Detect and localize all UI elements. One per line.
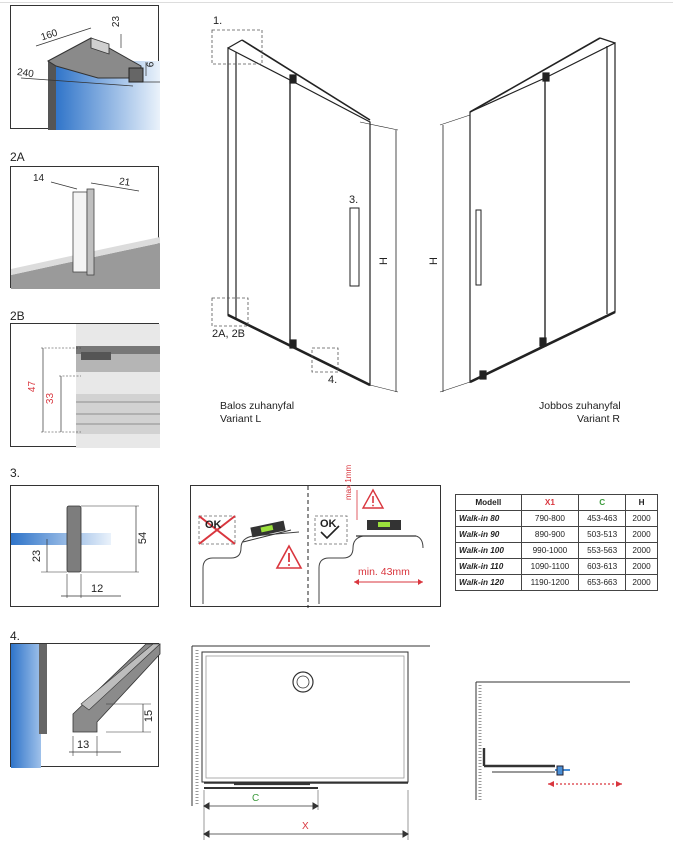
detail-1-drawing — [20, 27, 160, 130]
cell-c: 503-513 — [578, 526, 627, 543]
detail-2a-box: 14 21 — [10, 166, 160, 289]
level-ok-correct-label: OK — [320, 518, 337, 530]
detail-4-dim-15: 15 — [143, 709, 156, 723]
detail-2b-box: 47 33 — [10, 323, 160, 448]
callout-3: 3. — [349, 194, 359, 206]
cell-h: 2000 — [625, 574, 658, 591]
header-x1: X1 — [520, 494, 580, 511]
cell-model: Walk-in 110 — [455, 558, 522, 575]
cell-h: 2000 — [625, 542, 658, 559]
height-label-left: H — [377, 257, 390, 265]
page-top-rule — [0, 2, 673, 3]
cell-model: Walk-in 100 — [455, 542, 522, 559]
table-row: Walk-in 110 1090-1100 603-613 2000 — [455, 558, 658, 575]
cell-x1: 1090-1100 — [520, 558, 580, 575]
cell-h: 2000 — [625, 526, 658, 543]
variant-l-title: Balos zuhanyfal — [220, 400, 295, 412]
table-header-row: Modell X1 C H — [455, 494, 658, 511]
detail-2b-drawing — [41, 324, 160, 448]
detail-3-box: 54 23 12 — [10, 485, 159, 607]
detail-1-box: 160 23 240 6 — [10, 5, 160, 130]
model-specs-table: Modell X1 C H Walk-in 80 790-800 453-463… — [455, 494, 658, 591]
cell-model: Walk-in 80 — [455, 510, 522, 527]
header-h: H — [625, 494, 658, 511]
table-row: Walk-in 80 790-800 453-463 2000 — [455, 510, 658, 527]
variant-l-label: Variant L — [220, 413, 262, 425]
detail-3-dim-54: 54 — [137, 531, 150, 545]
cell-x1: 890-900 — [520, 526, 580, 543]
cell-c: 653-663 — [578, 574, 627, 591]
detail-4-drawing — [11, 643, 161, 768]
cell-x1: 790-800 — [520, 510, 580, 527]
callout-1: 1. — [213, 15, 223, 27]
cell-x1: 1190-1200 — [520, 574, 580, 591]
detail-1-dim-240: 240 — [16, 66, 35, 81]
table-row: Walk-in 90 890-900 503-513 2000 — [455, 526, 658, 543]
detail-1-dim-6: 6 — [145, 61, 157, 68]
plan-dim-c: C — [252, 793, 260, 804]
detail-4-dim-13: 13 — [77, 739, 90, 751]
detail-2a-drawing — [11, 181, 160, 289]
cell-h: 2000 — [625, 558, 658, 575]
variant-r-enclosure — [439, 37, 616, 393]
callout-4: 4. — [328, 374, 338, 386]
cell-x1: 990-1000 — [520, 542, 580, 559]
level-ok-wrong-label: OK — [205, 519, 222, 531]
variant-r-label: Variant R — [577, 413, 620, 425]
variant-r-title: Jobbos zuhanyfal — [539, 400, 621, 412]
plan-dim-x: X — [302, 821, 309, 832]
height-label-right: H — [427, 257, 440, 265]
detail-3-dim-12: 12 — [91, 583, 104, 595]
variant-l-enclosure — [227, 39, 399, 393]
table-row: Walk-in 120 1190-1200 653-663 2000 — [455, 574, 658, 591]
tray-level-box: OK OK max 1mm min. 43mm — [190, 465, 441, 608]
cell-c: 603-613 — [578, 558, 627, 575]
header-model: Modell — [455, 494, 522, 511]
detail-2a-dim-14: 14 — [33, 173, 45, 184]
callout-2a-2b: 2A, 2B — [212, 328, 246, 340]
detail-2b-dim-33: 33 — [45, 392, 57, 405]
level-min-43mm-label: min. 43mm — [358, 566, 410, 578]
section-2b-label: 2B — [10, 309, 25, 323]
detail-2b-dim-47: 47 — [27, 380, 39, 393]
cell-model: Walk-in 90 — [455, 526, 522, 543]
cell-h: 2000 — [625, 510, 658, 527]
section-3-label: 3. — [10, 466, 21, 480]
detail-3-drawing — [11, 505, 139, 598]
detail-1-dim-23: 23 — [111, 15, 123, 28]
cell-c: 553-563 — [578, 542, 627, 559]
section-4-label: 4. — [10, 629, 21, 643]
level-max-1mm-label: max 1mm — [344, 464, 353, 500]
header-c: C — [578, 494, 627, 511]
detail-4-box: 15 13 — [10, 643, 161, 768]
section-2a-label: 2A — [10, 150, 25, 164]
cell-c: 453-463 — [578, 510, 627, 527]
table-row: Walk-in 100 990-1000 553-563 2000 — [455, 542, 658, 559]
cell-model: Walk-in 120 — [455, 574, 522, 591]
detail-3-dim-23: 23 — [31, 549, 44, 563]
tray-level-drawing — [198, 486, 424, 608]
detail-2a-dim-21: 21 — [118, 176, 131, 189]
